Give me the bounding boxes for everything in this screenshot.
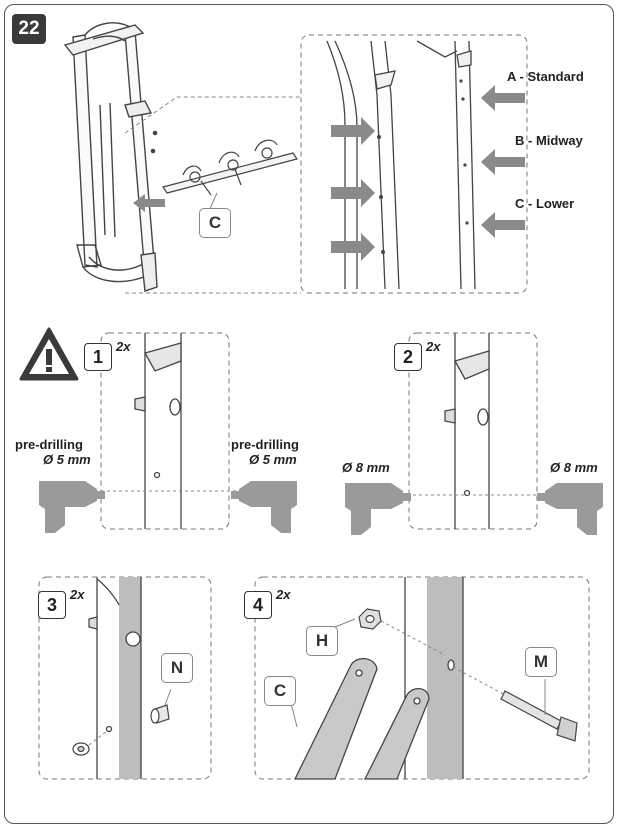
bolt-m <box>500 690 578 742</box>
step3-tube <box>96 577 142 779</box>
step1-tube <box>134 333 182 529</box>
step-number-badge: 22 <box>12 14 46 44</box>
substep-1-multiplier: 2x <box>116 339 131 354</box>
wheel-cradle-rail <box>162 139 298 196</box>
instruction-page: 22 <box>4 4 614 824</box>
substep-2-number: 2 <box>394 343 422 371</box>
hole-arrow-1 <box>331 117 375 145</box>
carrier-frame-overview <box>63 22 158 292</box>
substep-1-left-size: Ø 5 mm <box>43 452 91 467</box>
cradle-arm-c <box>293 658 430 780</box>
part-label-h: H <box>306 626 338 656</box>
hole-arrow-3 <box>331 233 375 261</box>
substep-1-number: 1 <box>84 343 112 371</box>
rivet-nut-n <box>150 704 170 724</box>
part-label-n: N <box>161 653 193 683</box>
part-label-c-overview: C <box>199 208 231 238</box>
substep-2-left-size: Ø 8 mm <box>342 460 390 475</box>
assembly-illustration <box>19 22 590 780</box>
position-a-label: A - Standard <box>507 69 584 84</box>
part-label-c: C <box>264 676 296 706</box>
warning-triangle-icon <box>19 327 79 381</box>
step4-tube <box>404 577 464 779</box>
substep-3-multiplier: 2x <box>70 587 85 602</box>
substep-4-multiplier: 2x <box>276 587 291 602</box>
position-a-arrow <box>481 85 525 111</box>
substep-2-multiplier: 2x <box>426 339 441 354</box>
position-c-arrow <box>481 212 525 238</box>
part-label-m: M <box>525 647 557 677</box>
position-b-arrow <box>481 149 525 175</box>
hole-arrow-2 <box>331 179 375 207</box>
position-b-label: B - Midway <box>515 133 583 148</box>
rivet-nut-left <box>72 742 90 756</box>
substep-1-right-size: Ø 5 mm <box>249 452 297 467</box>
substep-2-right-size: Ø 8 mm <box>550 460 598 475</box>
overview-arrow <box>133 194 165 212</box>
substep-4-number: 4 <box>244 591 272 619</box>
substep-1-left-label: pre-drilling <box>15 437 83 452</box>
substep-1-right-label: pre-drilling <box>231 437 299 452</box>
position-c-label: C - Lower <box>515 196 575 211</box>
substep-3-number: 3 <box>38 591 66 619</box>
